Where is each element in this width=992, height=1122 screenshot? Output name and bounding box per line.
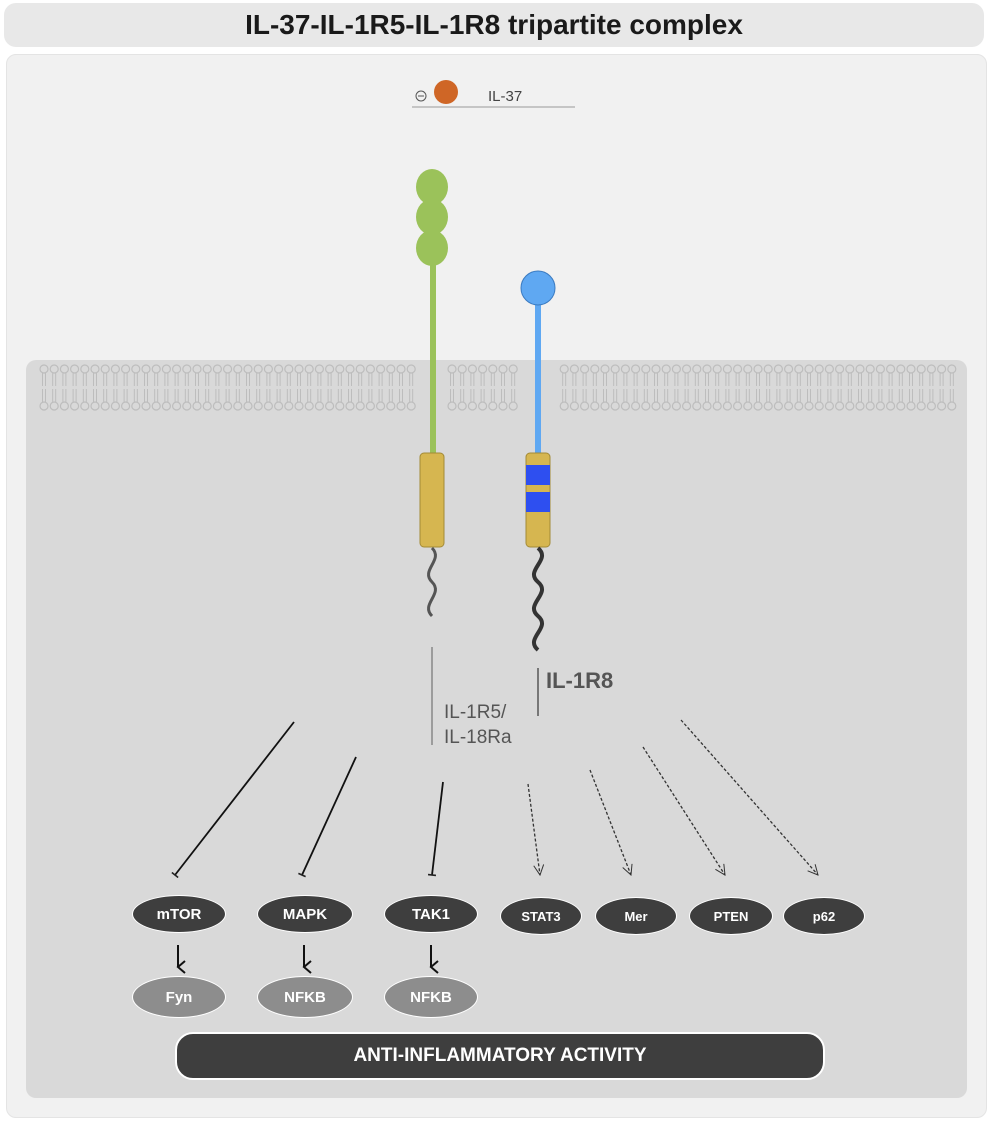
il1r8-label: IL-1R8 bbox=[546, 668, 614, 693]
il1r8-tail bbox=[532, 546, 544, 652]
diagram-title: IL-37-IL-1R5-IL-1R8 tripartite complex bbox=[245, 9, 743, 40]
node-p62: p62 bbox=[783, 897, 865, 935]
negative-charge-icon bbox=[415, 90, 427, 102]
node-nfkb-tak1: NFKB bbox=[384, 976, 478, 1018]
activation-mer-arrow bbox=[589, 769, 631, 875]
il1r5-receptor bbox=[416, 169, 448, 618]
title-bar: IL-37-IL-1R5-IL-1R8 tripartite complex bbox=[4, 3, 984, 47]
node-nfkb-mapk: NFKB bbox=[257, 976, 353, 1018]
il37-ball-icon bbox=[434, 80, 458, 104]
cell-interior bbox=[26, 360, 967, 1098]
node-tak1: TAK1 bbox=[384, 895, 478, 933]
outcome-banner: ANTI-INFLAMMATORY ACTIVITY bbox=[175, 1032, 825, 1080]
il1r5-label-line1: IL-1R5/ bbox=[444, 702, 507, 723]
activation-pten-arrow bbox=[642, 746, 725, 875]
activation-p62-arrow bbox=[680, 719, 818, 875]
il1r5-label-line2: IL-18Ra bbox=[444, 727, 512, 748]
activation-stat3-arrow bbox=[527, 783, 540, 875]
inhibition-mapk-line bbox=[298, 756, 357, 878]
node-mapk: MAPK bbox=[257, 895, 353, 933]
node-mer: Mer bbox=[595, 897, 677, 935]
il37-label: IL-37 bbox=[488, 88, 523, 105]
node-fyn: Fyn bbox=[132, 976, 226, 1018]
node-mtor: mTOR bbox=[132, 895, 226, 933]
node-stat3: STAT3 bbox=[500, 897, 582, 935]
node-pten: PTEN bbox=[689, 897, 773, 935]
il1r8-receptor bbox=[520, 270, 556, 652]
inhibition-mtor-line bbox=[171, 721, 295, 879]
il1r5-label: IL-1R5/ IL-18Ra bbox=[444, 700, 554, 750]
il1r5-tail bbox=[427, 546, 437, 618]
il37-ligand bbox=[412, 80, 575, 108]
membrane-bilayer bbox=[39, 364, 957, 411]
inhibition-tak1-line bbox=[427, 781, 444, 877]
